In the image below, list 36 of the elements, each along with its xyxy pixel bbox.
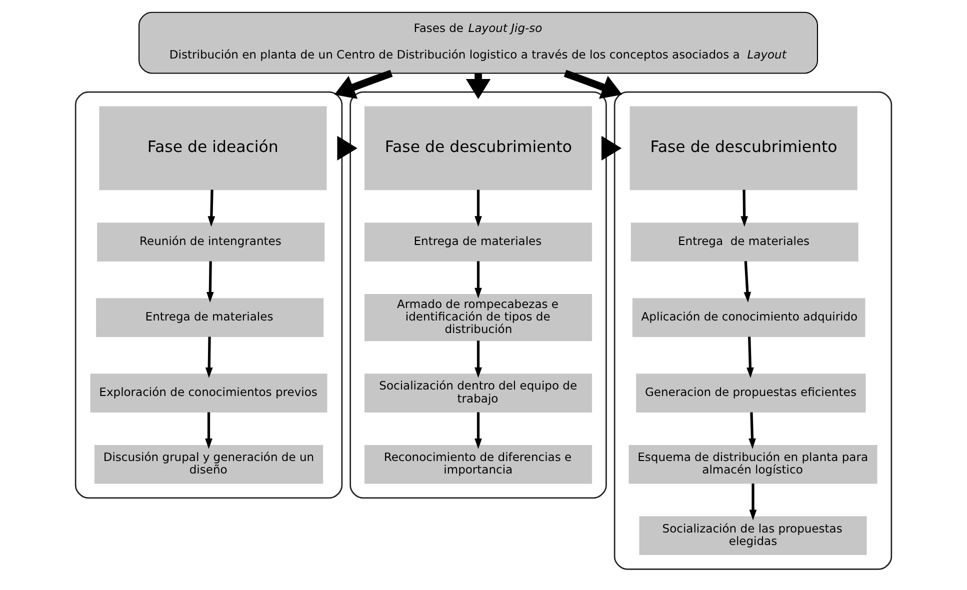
arrow xyxy=(740,190,748,227)
cluster xyxy=(350,91,607,499)
arrow xyxy=(466,73,491,100)
node-box: Socialización de las propuestas elegidas xyxy=(639,516,867,556)
node-box: Reunión de intengrantes xyxy=(97,222,325,262)
node-box: Socialización dentro del equipo de trabajo xyxy=(364,374,592,412)
node-box: Fases de Layout Jig-so Distribución en planta de un Centro de Distribución logistico a través de los conceptos asociados a Layout xyxy=(138,12,818,74)
arrow xyxy=(748,412,756,449)
node-box: Reconocimiento de diferencias e importancia xyxy=(364,444,592,484)
arrow xyxy=(337,136,358,161)
node-box: Exploración de conocimientos previos xyxy=(90,374,328,412)
arrow xyxy=(474,190,482,227)
node-box: Fase de descubrimiento xyxy=(630,106,858,190)
node-box: Generacion de propuestas eficientes xyxy=(636,374,866,412)
arrow xyxy=(474,340,482,378)
node-box: Armado de rompecabezas e identificación de tipos de distribución xyxy=(364,294,592,342)
arrow xyxy=(474,261,482,298)
node-box: Fase de ideación xyxy=(99,106,327,190)
arrow xyxy=(205,336,213,378)
node-box: Fase de descubrimiento xyxy=(364,106,592,190)
arrow xyxy=(205,412,212,449)
arrow xyxy=(601,136,622,161)
arrow xyxy=(208,190,216,227)
arrow xyxy=(474,412,482,449)
node-box: Esquema de distribución en planta para almacén logístico xyxy=(628,444,878,484)
arrow xyxy=(206,261,214,303)
node-box: Entrega de materiales xyxy=(96,298,324,337)
node-box: Aplicación de conocimiento adquirido xyxy=(632,298,866,337)
cluster xyxy=(74,91,343,499)
cluster xyxy=(614,91,892,570)
arrow xyxy=(744,261,752,303)
arrow xyxy=(746,336,754,378)
node-box: Entrega de materiales xyxy=(630,222,858,262)
node-box: Discusión grupal y generación de un diseño xyxy=(94,444,324,484)
node-box: Entrega de materiales xyxy=(364,222,592,262)
arrow xyxy=(749,484,757,520)
